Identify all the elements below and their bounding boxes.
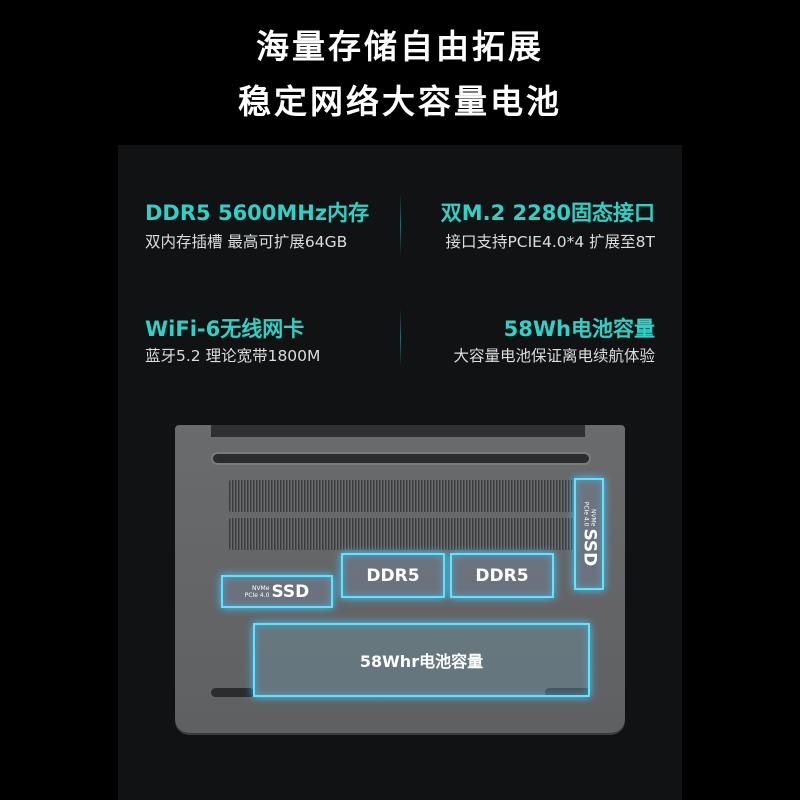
ssd-pcie-label: PCIe 4.0 — [244, 591, 270, 599]
ssd-label: SSD — [271, 581, 310, 602]
feature-wifi-title: WiFi-6无线网卡 — [145, 317, 305, 341]
battery-module: 58Whr电池容量 — [253, 623, 590, 697]
vent-grille — [229, 480, 573, 512]
ram-slot-1: DDR5 — [341, 553, 445, 598]
ssd-nvme-label: NVMe — [251, 584, 270, 592]
ssd-pcie-label: PCIe 4.0 — [582, 501, 589, 527]
battery-label: 58Whr电池容量 — [359, 652, 484, 671]
feature-ram-subtitle: 双内存插槽 最高可扩展64GB — [145, 233, 348, 251]
vent-grille — [229, 518, 573, 550]
feature-m2-title: 双M.2 2280固态接口 — [440, 201, 655, 225]
ssd-label: SSD — [579, 528, 599, 567]
ram-slot-2: DDR5 — [450, 553, 554, 598]
hinge — [211, 425, 585, 437]
feature-m2-subtitle: 接口支持PCIE4.0*4 扩展至8T — [445, 233, 655, 251]
foot — [545, 688, 590, 697]
ssd-nvme-label: NVMe — [589, 508, 596, 527]
headline-2: 稳定网络大容量电池 — [238, 82, 562, 121]
laptop-bottom — [175, 425, 625, 733]
feature-battery-title: 58Wh电池容量 — [503, 317, 655, 341]
divider — [400, 308, 401, 368]
headline-1: 海量存储自由拓展 — [256, 27, 544, 66]
foot — [211, 688, 255, 697]
feature-battery-subtitle: 大容量电池保证离电续航体验 — [453, 347, 655, 365]
feature-ram-title: DDR5 5600MHz内存 — [145, 201, 370, 225]
ram-label: DDR5 — [475, 565, 529, 586]
vent-slot — [211, 452, 591, 465]
ram-label: DDR5 — [366, 565, 420, 586]
divider — [400, 192, 401, 257]
feature-wifi-subtitle: 蓝牙5.2 理论宽带1800M — [145, 347, 321, 365]
